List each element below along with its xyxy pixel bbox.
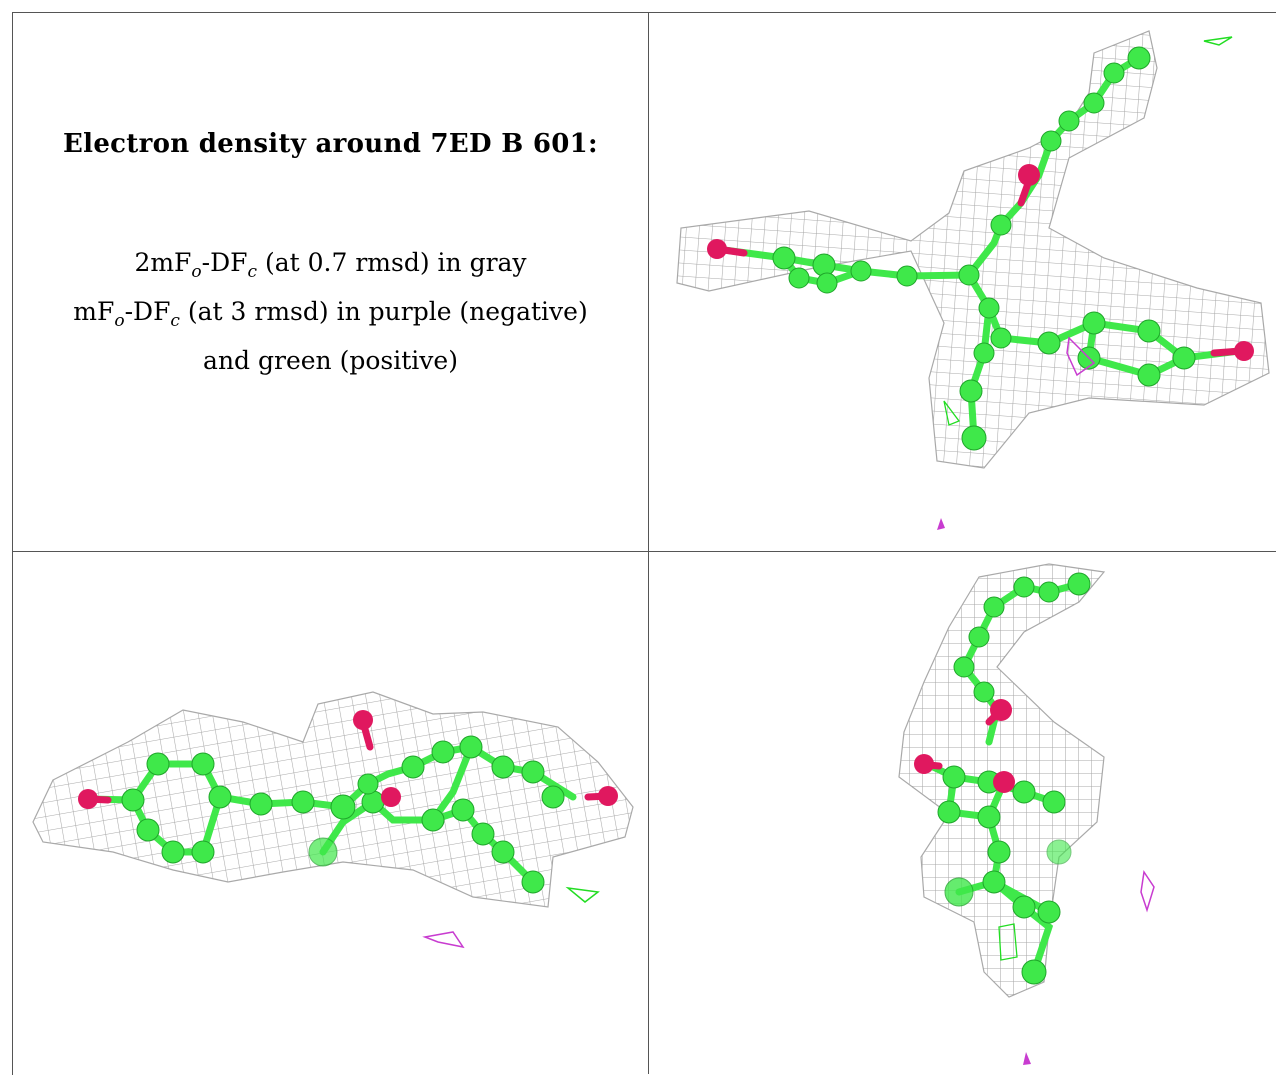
negative-density-blob xyxy=(1023,1052,1031,1065)
figure-legend: 2mFo-DFc (at 0.7 rmsd) in gray mFo-DFc (… xyxy=(13,243,648,380)
figure-grid xyxy=(12,12,1276,1075)
grid-divider-vertical xyxy=(648,12,649,1074)
oxygen-atoms xyxy=(78,710,618,809)
carbon-atoms xyxy=(121,735,565,894)
density-mesh xyxy=(676,30,1270,469)
positive-density-blob xyxy=(1203,36,1233,46)
density-view-2 xyxy=(13,552,648,1074)
legend-line-mfo: mFo-DFc (at 3 rmsd) in purple (negative) xyxy=(73,297,588,331)
figure-title: Electron density around 7ED B 601: xyxy=(63,129,598,159)
negative-density-blob xyxy=(937,518,945,530)
carbon-atoms xyxy=(772,46,1196,451)
legend-line-2mfo: 2mFo-DFc (at 0.7 rmsd) in gray xyxy=(134,248,527,282)
negative-density-blob xyxy=(1140,869,1155,913)
density-view-3 xyxy=(649,552,1276,1074)
negative-density-blob xyxy=(422,931,465,949)
legend-line-green: and green (positive) xyxy=(203,346,458,375)
oxygen-atoms xyxy=(707,164,1254,361)
negative-density-blob xyxy=(1066,336,1096,377)
density-view-1 xyxy=(649,13,1276,551)
caption-cell: Electron density around 7ED B 601: 2mFo-… xyxy=(13,13,648,551)
oxygen-atoms xyxy=(914,699,1015,793)
positive-density-blob xyxy=(998,923,1018,961)
positive-density-blob xyxy=(943,400,961,426)
grid-divider-horizontal xyxy=(12,551,1276,552)
carbon-atoms xyxy=(937,572,1091,985)
density-view-2-graphic xyxy=(32,691,634,949)
density-view-3-graphic xyxy=(898,563,1155,1065)
density-view-1-graphic xyxy=(676,30,1270,530)
positive-density-blob xyxy=(565,886,600,903)
